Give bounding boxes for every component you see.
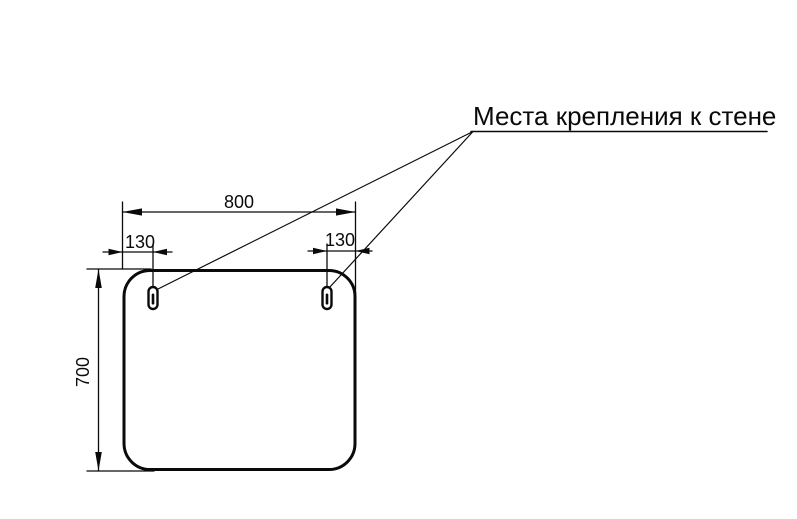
arrowhead-height-bottom	[95, 452, 102, 471]
arrowhead-left-offset-outer	[108, 248, 123, 256]
mount-slot-right-core	[325, 293, 329, 305]
dim-label-left-mount-offset: 130	[125, 232, 155, 252]
mount-slot-left-core	[151, 293, 155, 305]
leader-line-left-mount	[157, 130, 474, 290]
arrowhead-right-offset-inner	[313, 247, 327, 255]
arrowhead-width-left	[122, 208, 142, 216]
labels-group: 800 130 130 700 Места крепления к стене	[73, 101, 776, 387]
arrowhead-left-offset-inner	[153, 248, 167, 256]
arrowhead-right-offset-outer	[355, 247, 370, 255]
dim-label-right-mount-offset: 130	[325, 230, 355, 250]
leader-line-right-mount	[328, 130, 474, 289]
mirror-outline	[122, 269, 357, 471]
dim-label-overall-width: 800	[224, 192, 254, 212]
arrowheads-group	[95, 208, 370, 471]
title-label: Места крепления к стене	[473, 101, 776, 131]
arrowhead-height-top	[95, 269, 102, 288]
dim-label-overall-height: 700	[73, 357, 93, 387]
arrowhead-width-right	[336, 208, 356, 216]
